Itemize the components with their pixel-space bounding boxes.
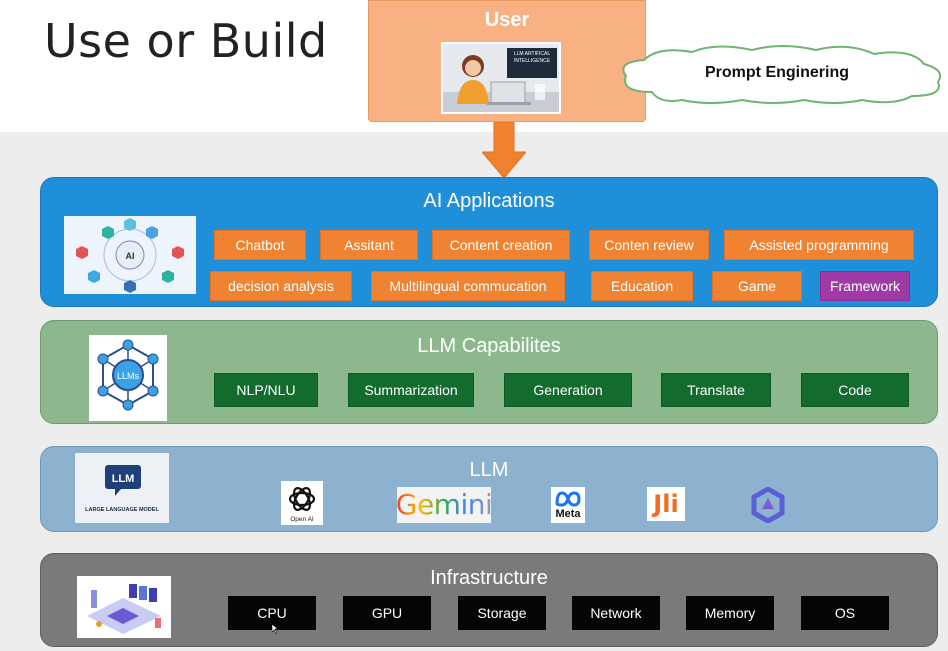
infra-network: Network xyxy=(572,596,660,630)
user-title: User xyxy=(484,9,530,31)
meta-logo: Meta xyxy=(551,487,585,523)
photo-screen-label: LLM ARTIFICAL INTELLIGENCE xyxy=(507,48,557,78)
openai-logo: Open AI xyxy=(281,481,323,525)
llm-thumbnail: LLM LARGE LANGUAGE MODEL xyxy=(75,453,169,523)
ai-network-thumbnail: AI xyxy=(64,216,196,294)
meta-label: Meta xyxy=(555,508,581,520)
ai-applications-layer: AI Applications AI Chatbot Assitant Cont… xyxy=(40,177,938,307)
app-framework: Framework xyxy=(820,271,910,301)
qwen-logo xyxy=(749,487,787,523)
gemini-logo: Gemini xyxy=(395,487,493,523)
llm-layer: LLM LLM LARGE LANGUAGE MODEL Open AI Gem… xyxy=(40,446,938,532)
capability-translate: Translate xyxy=(661,373,771,407)
hardware-thumbnail xyxy=(77,576,171,638)
server-chip-illustration xyxy=(77,576,171,638)
infra-gpu: GPU xyxy=(343,596,431,630)
app-decision-analysis: decision analysis xyxy=(210,271,352,301)
prompt-engineering-label: Prompt Enginering xyxy=(705,64,849,81)
llm-capabilities-title: LLM Capabilites xyxy=(417,335,561,357)
llms-graph-thumbnail: LLMs xyxy=(89,335,167,421)
slide-title: Use or Build xyxy=(44,14,328,68)
capability-code: Code xyxy=(801,373,909,407)
mouse-cursor-icon xyxy=(272,624,279,634)
app-content-creation: Content creation xyxy=(432,230,570,260)
capability-generation: Generation xyxy=(504,373,632,407)
app-content-review: Conten review xyxy=(589,230,709,260)
meta-infinity-icon xyxy=(555,491,581,507)
app-game: Game xyxy=(712,271,802,301)
cloud-shape xyxy=(622,45,942,104)
llms-thumb-text: LLMs xyxy=(117,371,140,381)
llm-thumb-title: LLM xyxy=(112,473,135,485)
capability-nlp-nlu: NLP/NLU xyxy=(214,373,318,407)
app-education: Education xyxy=(591,271,693,301)
gemini-wordmark: Gemini xyxy=(395,488,493,521)
app-assisted-programming: Assisted programming xyxy=(724,230,914,260)
llm-chat-bubble-icon: LLM LARGE LANGUAGE MODEL xyxy=(75,453,169,523)
down-arrow-icon xyxy=(482,122,526,178)
alibaba-logo: Jli xyxy=(647,487,685,521)
capability-summarization: Summarization xyxy=(348,373,474,407)
infra-storage: Storage xyxy=(458,596,546,630)
alibaba-wordmark: Jli xyxy=(653,490,679,518)
llm-capabilities-layer: LLM Capabilites LLMs NLP/NLU Summarizati… xyxy=(40,320,938,424)
ai-thumb-text: AI xyxy=(126,251,135,261)
infra-os: OS xyxy=(801,596,889,630)
qwen-icon xyxy=(751,487,785,523)
app-assistant: Assitant xyxy=(320,230,418,260)
infrastructure-layer: Infrastructure CPU GPU Storage Network M… xyxy=(40,553,938,647)
app-multilingual-communication: Multilingual commucation xyxy=(371,271,565,301)
llm-thumb-caption: LARGE LANGUAGE MODEL xyxy=(85,507,159,513)
app-chatbot: Chatbot xyxy=(214,230,306,260)
user-box: User LLM ARTIFICAL INTELLIGENCE xyxy=(368,0,646,122)
llms-network-icon: LLMs xyxy=(89,335,167,421)
infrastructure-title: Infrastructure xyxy=(430,567,548,589)
openai-icon: Open AI xyxy=(288,487,316,523)
openai-label: Open AI xyxy=(290,516,314,523)
infra-memory: Memory xyxy=(686,596,774,630)
llm-title: LLM xyxy=(469,459,509,481)
user-photo: LLM ARTIFICAL INTELLIGENCE xyxy=(441,42,561,114)
ai-network-icon: AI xyxy=(64,216,196,294)
ai-applications-title: AI Applications xyxy=(423,190,555,212)
